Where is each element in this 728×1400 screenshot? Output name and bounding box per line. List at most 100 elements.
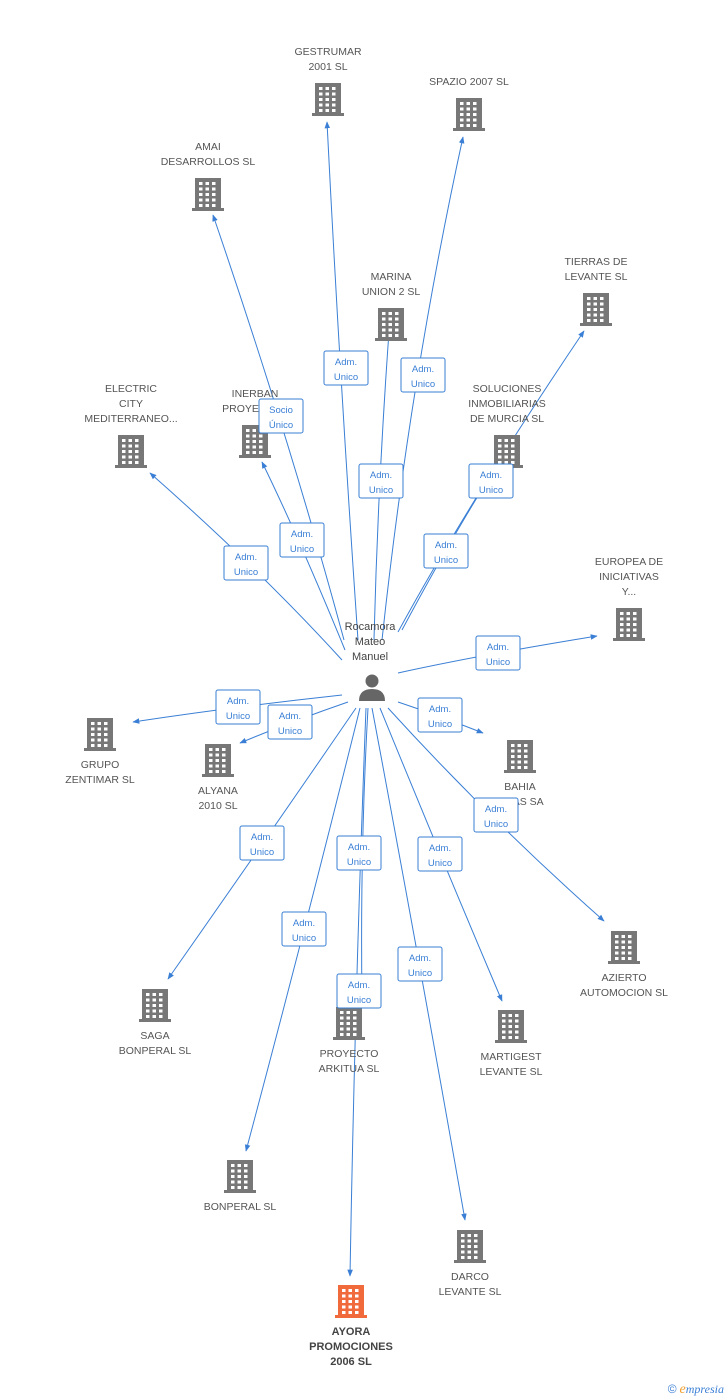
edge-label-inerban-line-1: Adm. (291, 529, 313, 540)
company-node-spazio[interactable]: SPAZIO 2007 SL (429, 76, 509, 131)
company-label-europea-line-3: Y... (622, 586, 636, 598)
building-icon (453, 98, 485, 131)
edge-label-bahia-line-2: Unico (428, 719, 452, 730)
company-label-arkitua-line-2: ARKITUA SL (319, 1063, 380, 1075)
edge-label-ayora: Adm. Unico (336, 973, 382, 1009)
edge-label-ayora-line-1: Adm. (348, 980, 370, 991)
company-node-darco[interactable]: DARCO LEVANTE SL (439, 1230, 502, 1298)
edge-label-bahia: Adm. Unico (417, 697, 463, 733)
person-label-line-3: Manuel (352, 651, 388, 663)
edge-label-martigest: Adm. Unico (417, 836, 463, 872)
edge-label-spazio-line-1: Adm. (412, 364, 434, 375)
edge-label-electric: Adm.Unico (223, 545, 269, 581)
edge-label-marina-line-1: Adm. (370, 470, 392, 481)
edge-label-electric-line-1: Adm. (235, 552, 257, 563)
edge-label-saga-line-2: Unico (250, 847, 274, 858)
edge-label-alyana-line-2: Unico (278, 726, 302, 737)
edge-label-alyana-line-1: Adm. (279, 711, 301, 722)
company-node-grupo[interactable]: GRUPO ZENTIMAR SL (65, 718, 135, 786)
edge-label-arkitua: Adm.Unico (336, 835, 382, 871)
edge-label-inerban-line-2: Unico (290, 544, 314, 555)
building-icon (192, 178, 224, 211)
edge-label-saga: Adm.Unico (239, 825, 285, 861)
company-label-saga-line-1: SAGA (140, 1030, 169, 1042)
edge-label-darco: Adm.Unico (397, 946, 443, 982)
edge-label-spazio: Adm. Unico (400, 357, 446, 393)
building-icon (224, 1160, 256, 1193)
company-node-europea[interactable]: EUROPEA DEINICIATIVASY... (595, 556, 663, 641)
company-label-alyana-line-2: 2010 SL (198, 800, 237, 812)
edge-label-tierras-line-1: Adm. (480, 470, 502, 481)
company-label-azierto-line-1: AZIERTO (601, 972, 646, 984)
edge-label-arkitua-line-1: Adm. (348, 842, 370, 853)
company-node-tierras[interactable]: TIERRAS DE LEVANTE SL (564, 256, 628, 326)
building-icon (312, 83, 344, 116)
edge-label-soluciones-line-2: Unico (434, 555, 458, 566)
building-icon (115, 435, 147, 468)
company-label-amai-line-1: AMAI (195, 141, 221, 153)
company-node-alyana[interactable]: ALYANA 2010 SL (198, 744, 238, 812)
edge-label-marina-line-2: Unico (369, 485, 393, 496)
company-label-marina-line-2: UNION 2 SL (362, 286, 421, 298)
company-node-saga[interactable]: SAGA BONPERAL SL (119, 989, 192, 1057)
building-icon (608, 931, 640, 964)
company-label-tierras-line-1: TIERRAS DE (564, 256, 627, 268)
company-node-electric[interactable]: ELECTRICCITYMEDITERRANEO... (84, 383, 178, 468)
edge-label-bonperal-line-2: Unico (292, 933, 316, 944)
company-label-tierras-line-2: LEVANTE SL (565, 271, 628, 283)
building-icon (375, 308, 407, 341)
company-label-spazio-line-1: SPAZIO 2007 SL (429, 76, 509, 88)
edge-label-alyana: Adm. Unico (267, 704, 313, 740)
edge-label-grupo-line-1: Adm. (227, 696, 249, 707)
company-label-ayora-line-2: PROMOCIONES (309, 1341, 393, 1353)
edge-label-amai-line-2: Único (269, 420, 293, 431)
edge-label-azierto-line-1: Adm. (485, 804, 507, 815)
company-label-darco-line-2: LEVANTE SL (439, 1286, 502, 1298)
edge-label-martigest-line-1: Adm. (429, 843, 451, 854)
building-icon (495, 1010, 527, 1043)
edge-label-ayora-line-2: Unico (347, 995, 371, 1006)
edge-label-martigest-line-2: Unico (428, 858, 452, 869)
company-label-saga-line-2: BONPERAL SL (119, 1045, 192, 1057)
edge-label-inerban: Adm. Unico (279, 522, 325, 558)
building-icon (202, 744, 234, 777)
company-label-alyana-line-1: ALYANA (198, 785, 238, 797)
edge-label-marina: Adm. Unico (358, 463, 404, 499)
company-label-gestrumar-line-1: GESTRUMAR (294, 46, 362, 58)
edge-label-europea-line-1: Adm. (487, 642, 509, 653)
edge-label-europea-line-2: Unico (486, 657, 510, 668)
company-label-darco-line-1: DARCO (451, 1271, 489, 1283)
company-label-grupo-line-2: ZENTIMAR SL (65, 774, 135, 786)
company-label-soluciones-line-3: DE MURCIA SL (470, 413, 544, 425)
company-node-bonperal[interactable]: BONPERAL SL (204, 1160, 277, 1213)
edge-label-bahia-line-1: Adm. (429, 704, 451, 715)
edge-label-spazio-line-2: Unico (411, 379, 435, 390)
company-label-europea-line-1: EUROPEA DE (595, 556, 663, 568)
edge-label-grupo-line-2: Unico (226, 711, 250, 722)
edge-label-darco-line-1: Adm. (409, 953, 431, 964)
building-icon (613, 608, 645, 641)
brand-name: mpresia (685, 1382, 724, 1396)
building-icon (333, 1007, 365, 1040)
edge-label-gestrumar-line-2: Unico (334, 372, 358, 383)
company-label-grupo-line-1: GRUPO (81, 759, 120, 771)
empresia-watermark[interactable]: ©empresia (668, 1382, 724, 1398)
edge-amai (212, 214, 345, 641)
building-icon (454, 1230, 486, 1263)
company-label-inerban-line-1: INERBAN (232, 388, 279, 400)
edge-label-azierto: Adm.Unico (473, 797, 519, 833)
company-label-bonperal-line-1: BONPERAL SL (204, 1201, 277, 1213)
edge-label-amai-line-1: Socio (269, 405, 293, 416)
edge-label-bonperal: Adm.Unico (281, 911, 327, 947)
person-label-line-1: Rocamora (345, 621, 397, 633)
company-label-soluciones-line-2: INMOBILIARIAS (468, 398, 546, 410)
